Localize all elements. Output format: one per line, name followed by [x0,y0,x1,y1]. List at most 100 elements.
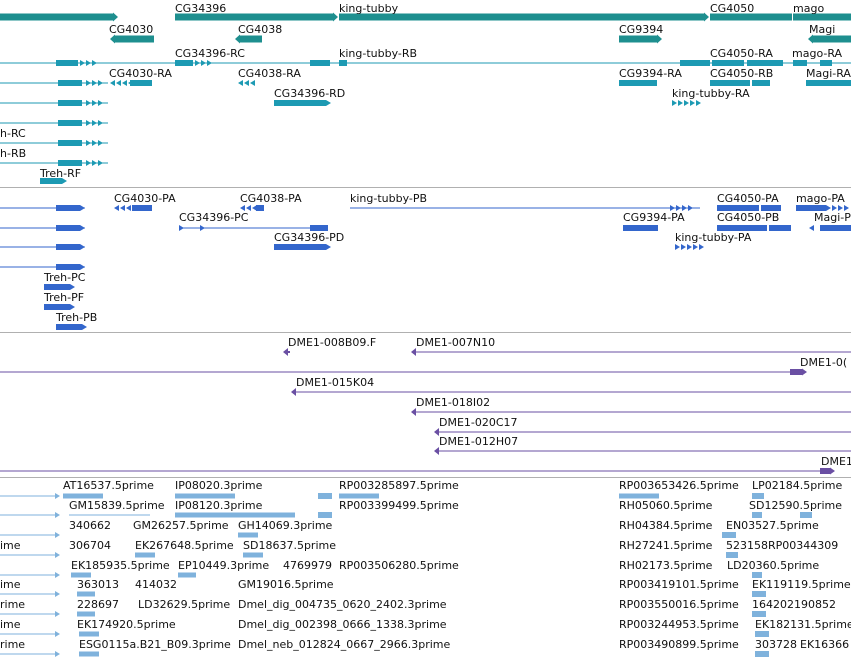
est-label[interactable]: Dmel_neb_012824_0667_2966.3prime [238,638,451,651]
est-label[interactable]: RH05060.5prime [619,499,713,512]
mrna-label-king-tubby-ra[interactable]: king-tubby-RA [672,87,750,100]
est-label[interactable]: GM19016.5prime [238,578,334,591]
est-label[interactable]: EK267648.5prime [135,539,234,552]
clone-label-dme1-edge[interactable]: DME1 [821,455,851,468]
gene-label-cg34396[interactable]: CG34396 [175,2,227,15]
est-label[interactable]: 303728 [755,638,797,651]
est-label[interactable]: RP003399499.5prime [339,499,459,512]
est-label[interactable]: Dmel_dig_004735_0620_2402.3prime [238,598,447,611]
mrna-label-cg34396-rd[interactable]: CG34396-RD [274,87,346,100]
est-label[interactable]: LD32629.5prime [138,598,231,611]
est-label[interactable]: RP003244953.5prime [619,618,739,631]
clone-label-dme1-020c17[interactable]: DME1-020C17 [439,416,518,429]
est-label[interactable]: RH02173.5prime [619,559,713,572]
est-label[interactable]: 363013 [77,578,119,591]
est-label[interactable]: LP02184.5prime [752,479,843,492]
est-label[interactable]: RP003490899.5prime [619,638,739,651]
est-label[interactable]: 306704 [69,539,111,552]
gene-label-cg4038[interactable]: CG4038 [238,23,283,36]
est-label[interactable]: ESG0115a.B21_B09.3prime [79,638,231,651]
est-label[interactable]: SD12590.5prime [749,499,842,512]
est-label[interactable]: Dmel_dig_002398_0666_1338.3prime [238,618,447,631]
protein-label-mago-pa[interactable]: mago-PA [796,192,845,205]
est-label[interactable]: EK182131.5prime [755,618,851,631]
mrna-label-treh-rf[interactable]: Treh-RF [40,167,82,180]
mrna-label-cg4050-rb[interactable]: CG4050-RB [710,67,774,80]
est-label[interactable]: 228697 [77,598,119,611]
est-label[interactable]: RP003506280.5prime [339,559,459,572]
est-label[interactable]: IP08120.3prime [175,499,263,512]
mrna-label-cg9394-ra[interactable]: CG9394-RA [619,67,682,80]
protein-label-treh-pf[interactable]: Treh-PF [44,291,85,304]
gene-label-king-tubby[interactable]: king-tubby [339,2,399,15]
protein-label-king-tubby-pb[interactable]: king-tubby-PB [350,192,428,205]
est-label[interactable]: 164202190852 [752,598,836,611]
est-label[interactable]: ime [0,618,21,631]
protein-label-cg4038-pa[interactable]: CG4038-PA [240,192,302,205]
gene-label-cg4050[interactable]: CG4050 [710,2,755,15]
est-label[interactable]: RH04384.5prime [619,519,713,532]
protein-label-cg4050-pb[interactable]: CG4050-PB [717,211,780,224]
clone-label-dme1-012h07[interactable]: DME1-012H07 [439,435,519,448]
gene-label-cg9394[interactable]: CG9394 [619,23,664,36]
est-label[interactable]: RP00344309 [768,539,839,552]
est-label[interactable]: EN03527.5prime [726,519,819,532]
est-label[interactable]: EK16366 [800,638,850,651]
protein-label-cg4050-pa[interactable]: CG4050-PA [717,192,779,205]
exon-box [256,205,264,211]
est-label[interactable]: IP08020.3prime [175,479,263,492]
mrna-label-mago-ra[interactable]: mago-RA [792,47,843,60]
strand-arrow-icon [55,651,60,657]
protein-label-treh-pc[interactable]: Treh-PC [44,271,86,284]
est-label[interactable]: ime [0,578,21,591]
est-label[interactable]: GM26257.5prime [133,519,229,532]
est-label[interactable]: RP003550016.5prime [619,598,739,611]
est-label[interactable]: rime [0,638,26,651]
clone-label-dme1-018i02[interactable]: DME1-018I02 [416,396,491,409]
est-label[interactable]: RP003285897.5prime [339,479,459,492]
protein-label-king-tubby-pa[interactable]: king-tubby-PA [675,231,752,244]
mrna-label-treh-rb[interactable]: h-RB [0,147,27,160]
est-label[interactable]: LD20360.5prime [727,559,820,572]
est-label[interactable]: 340662 [69,519,111,532]
protein-label-cg34396-pc[interactable]: CG34396-PC [179,211,249,224]
mrna-label-treh-rc[interactable]: h-RC [0,127,26,140]
est-label[interactable]: GM15839.5prime [69,499,165,512]
protein-label-treh-pb[interactable]: Treh-PB [56,311,98,324]
est-label[interactable]: RP003419101.5prime [619,578,739,591]
est-label[interactable]: ime [0,539,21,552]
est-label[interactable]: RP003653426.5prime [619,479,739,492]
clone-label-dme1-015k04[interactable]: DME1-015K04 [296,376,375,389]
mrna-label-cg4038-ra[interactable]: CG4038-RA [238,67,301,80]
clone-label-dme1-007n10[interactable]: DME1-007N10 [416,336,496,349]
gene-label-mago[interactable]: mago [793,2,825,15]
est-label[interactable]: rime [0,598,26,611]
strand-arrow-icon [246,205,251,211]
est-label[interactable]: 414032 [135,578,177,591]
est-label[interactable]: 523158 [726,539,768,552]
mrna-label-cg4050-ra[interactable]: CG4050-RA [710,47,773,60]
gene-label-magi[interactable]: Magi [809,23,836,36]
strand-arrow-icon [672,100,677,106]
est-label[interactable]: RH27241.5prime [619,539,713,552]
est-label[interactable]: EK119119.5prime [752,578,851,591]
gene-label-cg4030[interactable]: CG4030 [109,23,154,36]
est-label[interactable]: EK174920.5prime [77,618,176,631]
est-label[interactable]: 4769979 [283,559,332,572]
protein-label-magi-p[interactable]: Magi-P [814,211,851,224]
mrna-label-king-tubby-rb[interactable]: king-tubby-RB [339,47,418,60]
clone-label-dme1-008b09f[interactable]: DME1-008B09.F [288,336,377,349]
est-label[interactable]: EK185935.5prime [71,559,170,572]
est-label[interactable]: GH14069.3prime [238,519,333,532]
est-label[interactable]: AT16537.5prime [63,479,154,492]
mrna-label-magi-ra[interactable]: Magi-RA [806,67,851,80]
mrna-label-cg4030-ra[interactable]: CG4030-RA [109,67,172,80]
clone-label-dme1-partial[interactable]: DME1-0( [800,356,848,369]
est-label[interactable]: EP10449.3prime [178,559,270,572]
protein-label-cg9394-pa[interactable]: CG9394-PA [623,211,685,224]
mrna-label-cg34396-rc[interactable]: CG34396-RC [175,47,245,60]
est-label[interactable]: SD18637.5prime [243,539,336,552]
protein-label-cg34396-pd[interactable]: CG34396-PD [274,231,345,244]
protein-label-cg4030-pa[interactable]: CG4030-PA [114,192,176,205]
